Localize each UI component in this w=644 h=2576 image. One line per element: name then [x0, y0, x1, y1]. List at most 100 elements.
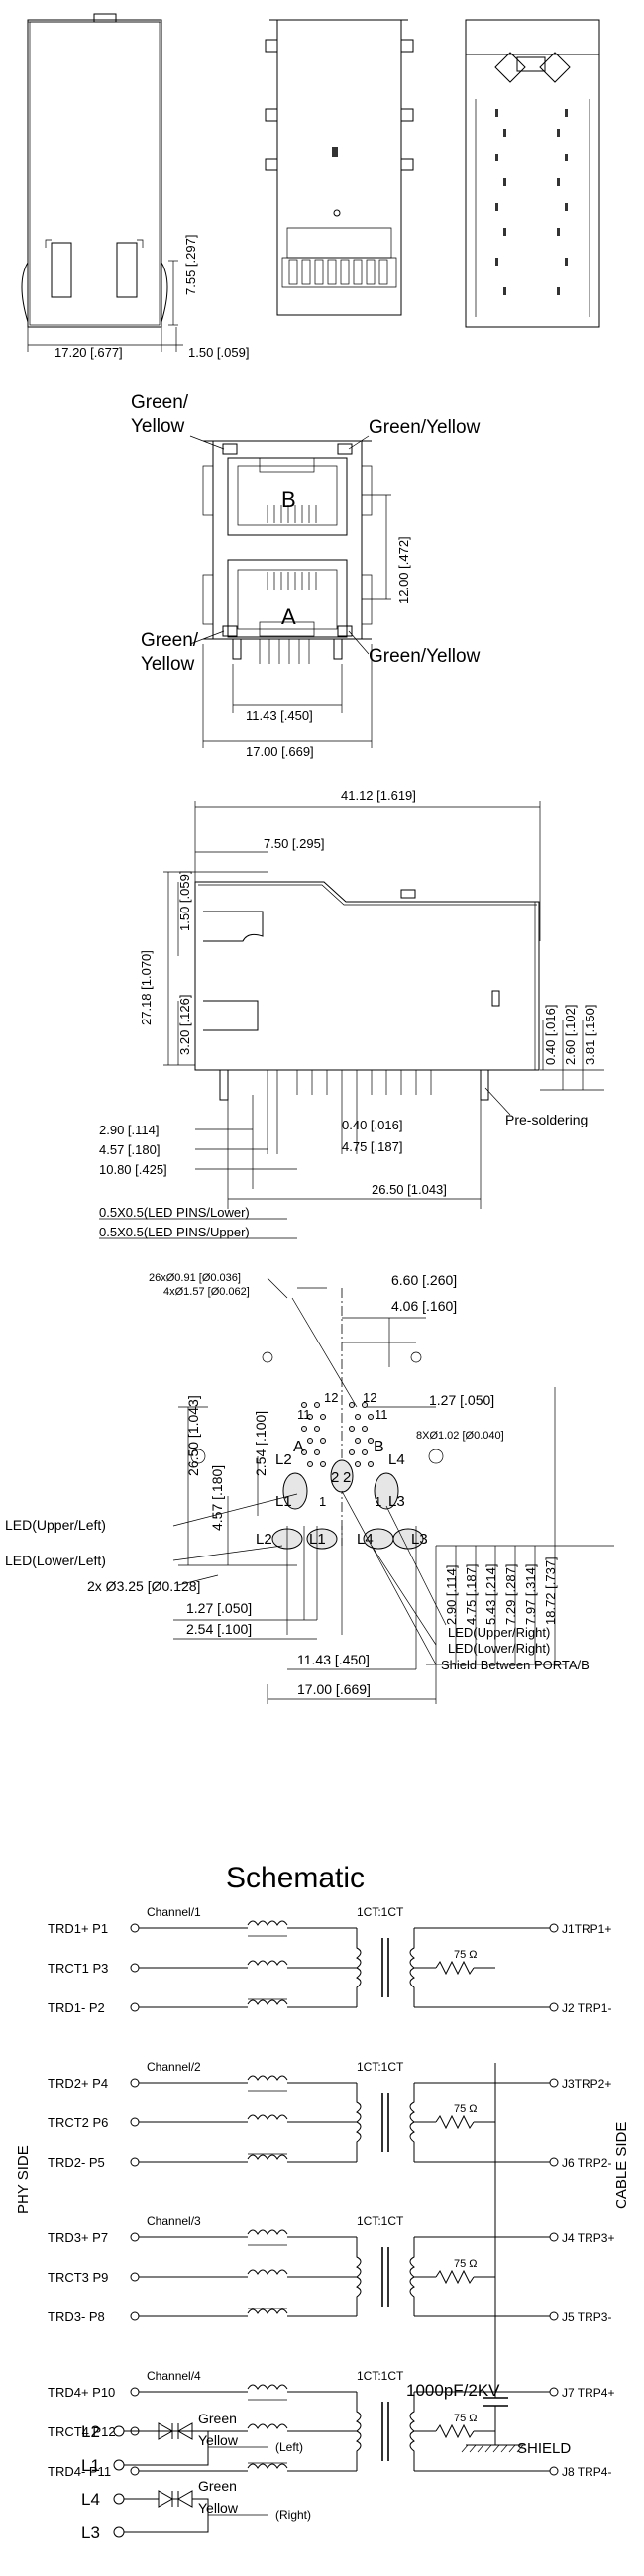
resistor — [435, 2114, 475, 2130]
pin-2b: 2 — [343, 1469, 351, 1486]
pin-l2b: L2 — [256, 1531, 272, 1548]
channel-name: Channel/4 — [147, 2369, 201, 2383]
choke-coil — [247, 1999, 288, 2005]
top-view-middle — [265, 19, 414, 316]
label-green-yellow-bl-2: Yellow — [141, 654, 195, 675]
led-pin-l2: L2 — [81, 2422, 100, 2441]
phy-side-label: PHY SIDE — [15, 2145, 32, 2214]
led-left-label: (Left) — [275, 2440, 303, 2454]
terminal — [130, 2232, 140, 2242]
pin-label: TRCT1 P3 — [48, 1961, 108, 1976]
top-view-right — [465, 19, 600, 328]
resistor — [435, 1960, 475, 1976]
dim-side-b2: 4.57 [.180] — [99, 1142, 160, 1157]
dim-fp-top2: 4.06 [.160] — [391, 1298, 457, 1314]
dim-side-r3: 3.81 [.150] — [583, 1005, 597, 1065]
choke-coil — [247, 2075, 288, 2081]
dim-fp-rv4: 7.29 [.287] — [503, 1564, 518, 1625]
pin-label: TRD4- P11 — [48, 2464, 111, 2479]
pin-11a: 11 — [297, 1407, 311, 1422]
terminal — [549, 2466, 559, 2476]
dim-fp-rv2: 4.75 [.187] — [464, 1564, 479, 1625]
label-led-lower-left: LED(Lower/Left) — [5, 1553, 106, 1568]
dim-side-b1: 2.90 [.114] — [99, 1123, 159, 1137]
dim-fp-h4: 17.00 [.669] — [297, 1681, 371, 1697]
pin-l2a: L2 — [275, 1451, 292, 1468]
label-green-yellow-bl-1: Green/ — [141, 630, 199, 651]
cable-pin-label: J3TRP2+ — [562, 2077, 611, 2091]
pin-12a: 12 — [324, 1390, 338, 1405]
terminal — [130, 2387, 140, 2397]
dim-side-top: 1.50 [.059] — [177, 871, 192, 931]
pin-1b: 1 — [375, 1494, 381, 1509]
led-yellow-right: Yellow — [198, 2500, 239, 2516]
label-green-yellow-tl-2: Yellow — [131, 416, 185, 437]
ratio-label: 1CT:1CT — [357, 2369, 404, 2383]
ratio-label: 1CT:1CT — [357, 1905, 404, 1919]
dim-side-b6: 26.50 [1.043] — [372, 1182, 447, 1197]
dim-fp-h2: 2.54 [.100] — [186, 1621, 252, 1637]
pin-label: TRD2- P5 — [48, 2155, 105, 2170]
cable-pin-label: J6 TRP2- — [562, 2156, 611, 2170]
dim-front-pin-span: 11.43 [.450] — [246, 708, 313, 723]
transformer-secondary — [409, 2083, 415, 2162]
led-yellow-left: Yellow — [198, 2432, 239, 2448]
cable-pin-label: J5 TRP3- — [562, 2310, 611, 2324]
led-pin-l1: L1 — [81, 2456, 100, 2475]
capacitor-label: 1000pF/2KV — [406, 2381, 500, 2400]
transformer-secondary — [409, 1928, 415, 2007]
terminal — [130, 1963, 140, 1973]
dim-fp-pitch: 1.27 [.050] — [429, 1392, 494, 1408]
dim-port-pitch: 12.00 [.472] — [396, 536, 411, 604]
hole-spec-1: 26xØ0.91 [Ø0.036] — [149, 1272, 241, 1284]
dim-side-r1: 0.40 [.016] — [543, 1005, 558, 1065]
dim-side-b4: 0.40 [.016] — [342, 1118, 402, 1132]
ratio-label: 1CT:1CT — [357, 2060, 404, 2074]
pin-l1b: L1 — [309, 1531, 326, 1548]
choke-coil — [247, 2308, 288, 2314]
pin-label: TRCT4 P12 — [48, 2424, 116, 2439]
dim-side-b3: 10.80 [.425] — [99, 1162, 167, 1177]
pin-l1a: L1 — [275, 1493, 292, 1510]
label-pre-soldering: Pre-soldering — [505, 1112, 588, 1127]
terminal — [549, 2002, 559, 2012]
choke-coil — [247, 2154, 288, 2160]
dim-side-mid: 3.20 [.126] — [177, 995, 192, 1055]
terminal — [130, 2078, 140, 2088]
pin-11b: 11 — [375, 1407, 388, 1422]
label-green-yellow-tl-1: Green/ — [131, 392, 189, 413]
transformer-primary — [356, 2237, 362, 2316]
led-right-label: (Right) — [275, 2508, 311, 2522]
label-led-upper-right: LED(Upper/Right) — [448, 1625, 550, 1640]
dim-side-b5: 4.75 [.187] — [342, 1139, 402, 1154]
terminal — [130, 2157, 140, 2167]
pin-l4b: L4 — [357, 1531, 374, 1548]
terminal — [130, 1923, 140, 1933]
terminal — [130, 2002, 140, 2012]
dim-fp-v3: 2.54 [.100] — [253, 1411, 268, 1476]
choke-coil — [247, 2384, 288, 2390]
pin-label: TRD2+ P4 — [48, 2076, 108, 2091]
dim-side-r2: 2.60 [.102] — [563, 1005, 578, 1065]
led-pin-l3: L3 — [81, 2523, 100, 2542]
channel-name: Channel/3 — [147, 2214, 201, 2228]
terminal — [549, 2387, 559, 2397]
pin-label: TRD4+ P10 — [48, 2385, 115, 2400]
pin-label: TRD1+ P1 — [48, 1921, 108, 1936]
pin-label: TRCT3 P9 — [48, 2270, 108, 2285]
pin-2a: 2 — [331, 1469, 339, 1486]
dim-fp-h3: 11.43 [.450] — [297, 1652, 370, 1667]
pin-1a: 1 — [319, 1494, 326, 1509]
pin-l4a: L4 — [388, 1451, 405, 1468]
resistor-label: 75 Ω — [454, 2413, 478, 2424]
choke-coil — [247, 2463, 288, 2469]
dim-fp-v2: 4.57 [.180] — [209, 1465, 225, 1531]
terminal — [130, 2311, 140, 2321]
resistor — [435, 2269, 475, 2285]
shield-label: SHIELD — [517, 2440, 571, 2457]
led-schematic — [113, 2422, 268, 2538]
label-led-upper-left: LED(Upper/Left) — [5, 1517, 106, 1533]
dim-fp-rv1: 2.90 [.114] — [444, 1565, 459, 1625]
pin-label: TRCT2 P6 — [48, 2115, 108, 2130]
transformer-primary — [356, 2083, 362, 2162]
